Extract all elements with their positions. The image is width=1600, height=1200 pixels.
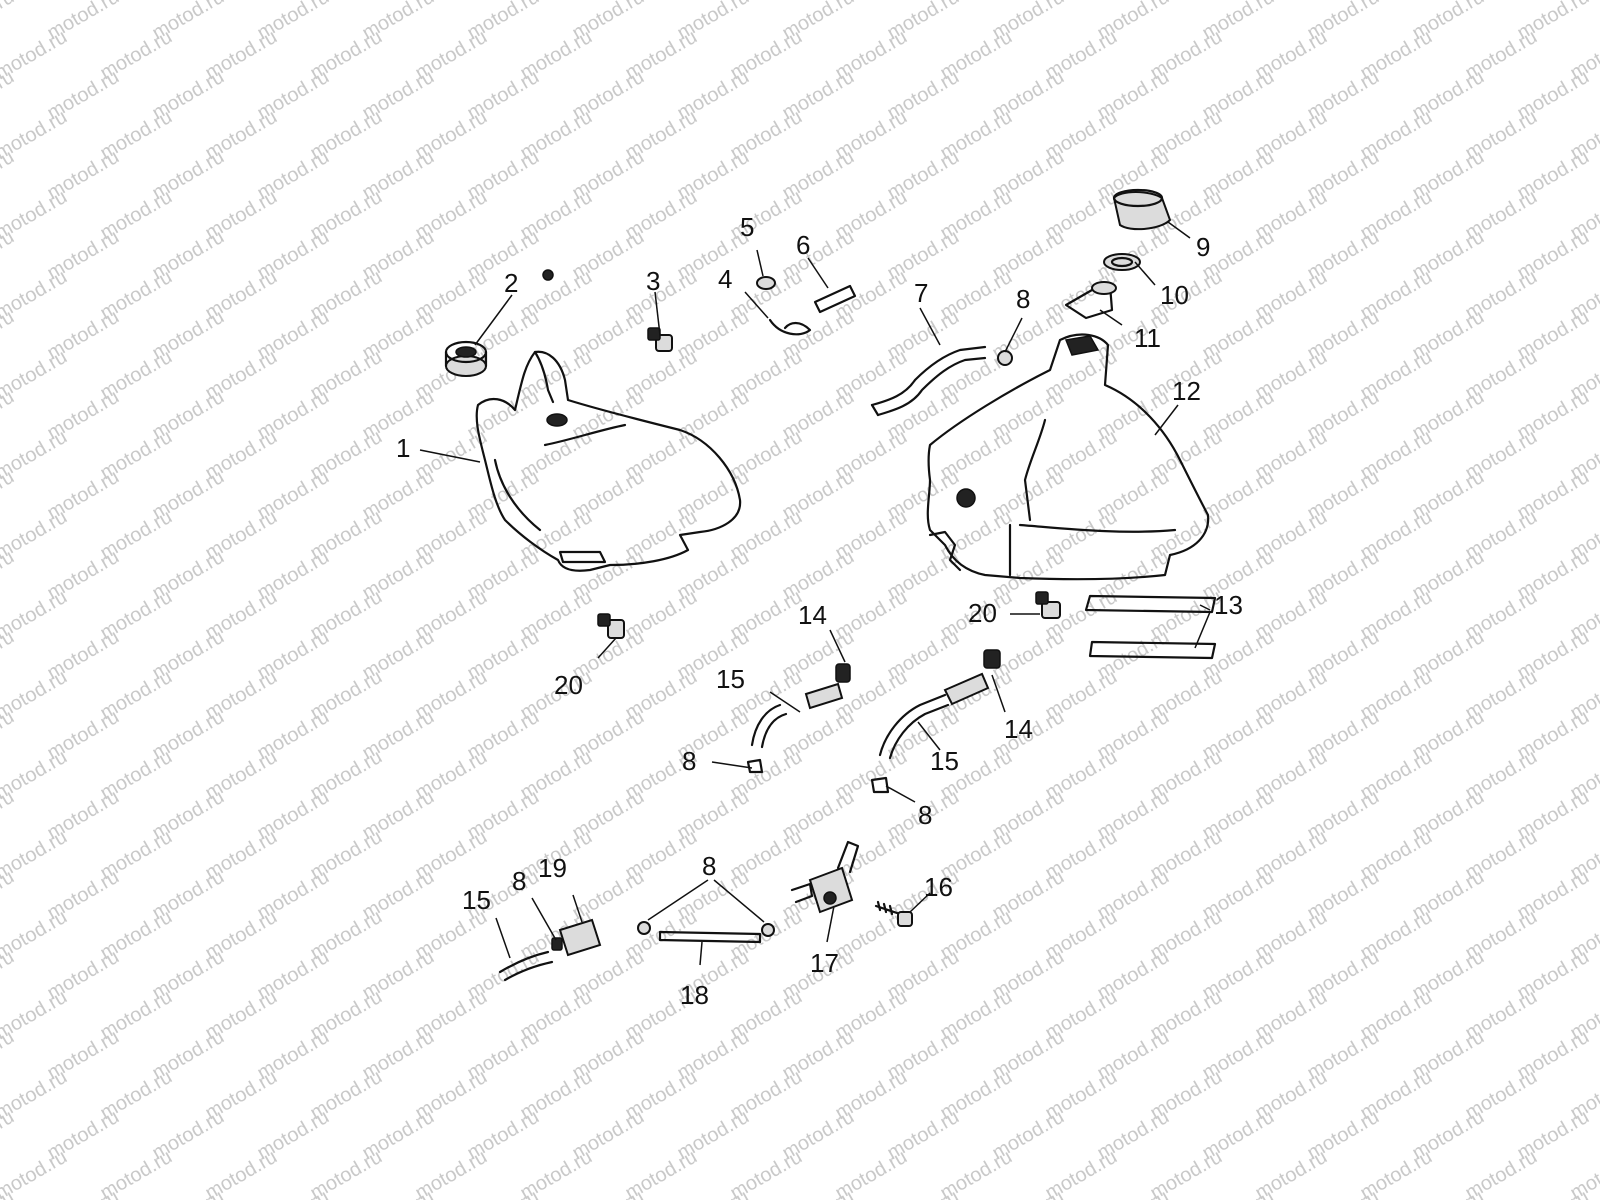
callout-17: 17 bbox=[810, 948, 839, 978]
breather-hose bbox=[870, 345, 987, 417]
callout-19: 19 bbox=[538, 853, 567, 883]
hose-18-with-clamps bbox=[637, 921, 775, 944]
watermark-text: motod.ru bbox=[0, 1146, 71, 1200]
watermark-text: motod.ru bbox=[254, 1186, 333, 1200]
bolt-20-left bbox=[597, 613, 625, 639]
watermark-text: motod.ru bbox=[1094, 1186, 1173, 1200]
fuel-line-assembly-left bbox=[746, 663, 851, 774]
watermark-text: motod.ru bbox=[1304, 1186, 1383, 1200]
watermark-text: motod.ru bbox=[569, 1186, 648, 1200]
spring-washer-strap bbox=[756, 276, 857, 336]
watermark-text: motod.ru bbox=[149, 1186, 228, 1200]
callout-12: 12 bbox=[1172, 376, 1201, 406]
fuel-tank bbox=[926, 333, 1210, 581]
callout-8-top: 8 bbox=[1016, 284, 1030, 314]
bolt-3 bbox=[647, 327, 673, 352]
tank-cover-left bbox=[475, 269, 742, 572]
callout-5: 5 bbox=[740, 212, 754, 242]
callout-8-mid-left: 8 bbox=[682, 746, 696, 776]
fuel-cap bbox=[1112, 188, 1172, 231]
callout-8-mid-right: 8 bbox=[918, 800, 932, 830]
watermark-text: motod.ru bbox=[1199, 1186, 1278, 1200]
callout-14-right: 14 bbox=[1004, 714, 1033, 744]
callout-15-right: 15 bbox=[930, 746, 959, 776]
watermark-text: motod.ru bbox=[779, 1186, 858, 1200]
callout-20-left: 20 bbox=[554, 670, 583, 700]
watermark-text: motod.ru bbox=[44, 1186, 123, 1200]
callout-8-bottom-left: 8 bbox=[512, 866, 526, 896]
callout-11: 11 bbox=[1134, 323, 1161, 353]
decal-strips bbox=[1084, 594, 1217, 660]
callout-9: 9 bbox=[1196, 232, 1210, 262]
fuel-filter-assembly bbox=[498, 918, 602, 982]
watermark-text: motod.ru bbox=[464, 1186, 543, 1200]
leader-lines bbox=[419, 221, 1211, 966]
watermark-text: motod.ru bbox=[359, 1186, 438, 1200]
watermark-text: motod.ru bbox=[989, 1186, 1068, 1200]
callout-3: 3 bbox=[646, 266, 660, 296]
filler-neck-seal bbox=[1064, 281, 1117, 320]
callout-6: 6 bbox=[796, 230, 810, 260]
callout-7: 7 bbox=[914, 278, 928, 308]
grommet bbox=[444, 340, 488, 377]
watermark-text: motod.ru bbox=[1409, 1186, 1488, 1200]
callout-1: 1 bbox=[396, 433, 410, 463]
callout-20-right: 20 bbox=[968, 598, 997, 628]
watermark-text: motod.ru bbox=[884, 1186, 963, 1200]
callout-10: 10 bbox=[1160, 280, 1189, 310]
fuel-line-assembly-right bbox=[870, 649, 1001, 794]
callout-15-left: 15 bbox=[716, 664, 745, 694]
callout-13: 13 bbox=[1214, 590, 1243, 620]
callout-15-bottom: 15 bbox=[462, 885, 491, 915]
hose-clamp-top bbox=[997, 350, 1013, 366]
callout-2: 2 bbox=[504, 268, 518, 298]
watermark-text: motod.ru bbox=[0, 0, 18, 44]
callout-16: 16 bbox=[924, 872, 953, 902]
callout-14-left: 14 bbox=[798, 600, 827, 630]
callout-4: 4 bbox=[718, 264, 732, 294]
cap-gasket bbox=[1103, 253, 1141, 271]
callout-8-hose: 8 bbox=[702, 851, 716, 881]
watermark-text: motod.ru bbox=[674, 1186, 753, 1200]
bolt-20-right bbox=[1035, 591, 1061, 619]
fuel-cock bbox=[790, 840, 860, 914]
screw-16 bbox=[874, 900, 913, 927]
callout-labels: 1 2 3 4 5 6 7 8 9 10 11 12 13 14 15 20 2… bbox=[396, 212, 1243, 1010]
watermark-text: motod.ru bbox=[1514, 1186, 1593, 1200]
callout-18: 18 bbox=[680, 980, 709, 1010]
